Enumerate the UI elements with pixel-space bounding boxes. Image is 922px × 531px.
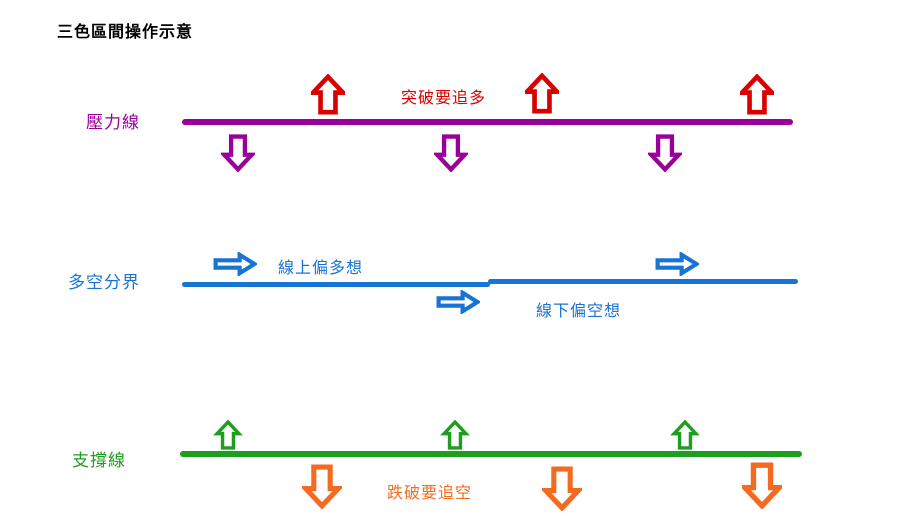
support-line-label: 支撐線 xyxy=(72,451,126,471)
breakout-annotation: 突破要追多 xyxy=(401,88,487,107)
diagram-title: 三色區間操作示意 xyxy=(57,22,194,41)
red-up-arrow-icon xyxy=(311,74,345,115)
orange-down-arrow-icon xyxy=(742,462,782,509)
boundary-line-label: 多空分界 xyxy=(68,273,140,293)
resistance-line-label: 壓力線 xyxy=(86,113,140,133)
blue-right-arrow-icon xyxy=(655,252,699,276)
breakdown-annotation: 跌破要追空 xyxy=(387,483,473,502)
blue-right-arrow-icon xyxy=(436,290,480,314)
purple-down-arrow-icon xyxy=(648,134,682,172)
blue-right-arrow-icon xyxy=(213,252,257,276)
green-up-arrow-icon xyxy=(436,420,474,450)
above-line-annotation: 線上偏多想 xyxy=(278,258,364,277)
boundary-line-left-segment xyxy=(182,282,490,287)
support-line xyxy=(180,451,802,457)
resistance-line xyxy=(182,119,793,125)
below-line-annotation: 線下偏空想 xyxy=(536,301,622,320)
purple-down-arrow-icon xyxy=(221,134,255,172)
green-up-arrow-icon xyxy=(209,420,247,450)
green-up-arrow-icon xyxy=(666,420,704,450)
orange-down-arrow-icon xyxy=(302,464,342,509)
red-up-arrow-icon xyxy=(525,73,559,114)
orange-down-arrow-icon xyxy=(542,466,582,511)
boundary-line-right-segment xyxy=(488,279,798,284)
purple-down-arrow-icon xyxy=(434,134,468,172)
red-up-arrow-icon xyxy=(740,74,774,115)
